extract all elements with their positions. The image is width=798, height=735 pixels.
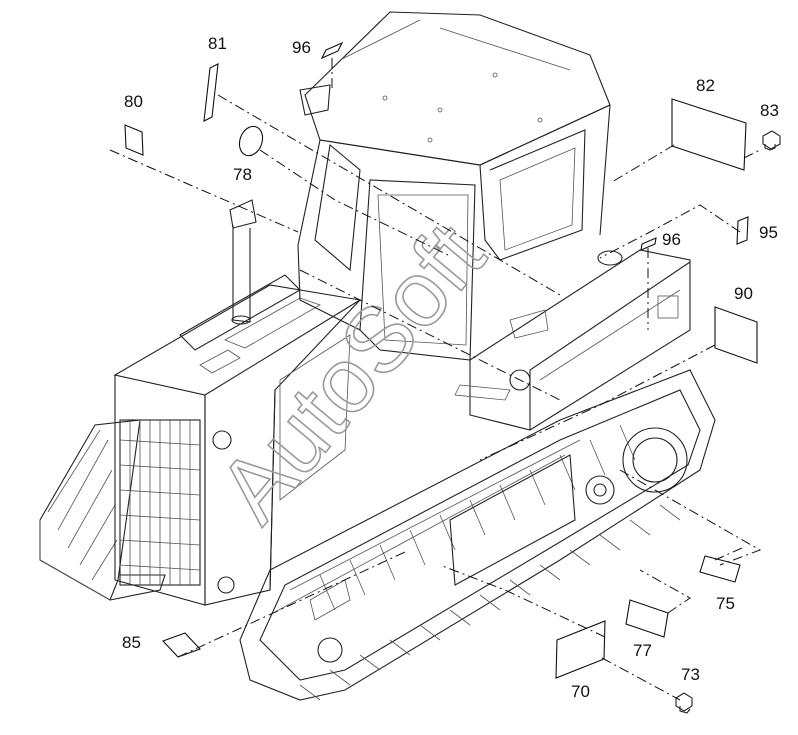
right-track xyxy=(239,369,716,701)
decal-85 xyxy=(162,632,201,658)
decal-82 xyxy=(671,98,747,171)
right-fender xyxy=(454,249,691,431)
callout-83: 83 xyxy=(760,101,779,120)
callout-80: 80 xyxy=(124,92,143,111)
parts xyxy=(124,41,781,714)
callout-77: 77 xyxy=(633,641,652,660)
callout-81: 81 xyxy=(208,34,227,53)
decal-70 xyxy=(555,620,606,679)
decal-81 xyxy=(203,63,219,122)
bulldozer-illustration xyxy=(39,11,716,701)
callout-96-right: 96 xyxy=(662,230,681,249)
callout-82: 82 xyxy=(696,76,715,95)
bolt-73 xyxy=(675,692,693,714)
decal-90 xyxy=(714,306,758,364)
callout-85: 85 xyxy=(122,633,141,652)
decal-78 xyxy=(238,125,264,157)
decal-96-right xyxy=(640,237,657,251)
leader-lines xyxy=(109,58,762,701)
bolt-83 xyxy=(762,130,781,151)
callout-78: 78 xyxy=(233,165,252,184)
callout-96-top: 96 xyxy=(292,38,311,57)
callout-73: 73 xyxy=(681,665,700,684)
callout-95: 95 xyxy=(759,223,778,242)
decal-95 xyxy=(736,216,749,245)
decal-80 xyxy=(124,124,144,156)
exhaust-stack xyxy=(229,199,257,325)
decal-77 xyxy=(625,599,669,638)
left-track xyxy=(39,419,166,601)
cab xyxy=(297,11,611,361)
callout-90: 90 xyxy=(734,284,753,303)
callouts: 81 96 80 78 82 83 95 96 90 75 77 73 70 8… xyxy=(122,34,779,701)
callout-75: 75 xyxy=(716,594,735,613)
decal-96-top xyxy=(320,41,344,60)
callout-70: 70 xyxy=(571,682,590,701)
